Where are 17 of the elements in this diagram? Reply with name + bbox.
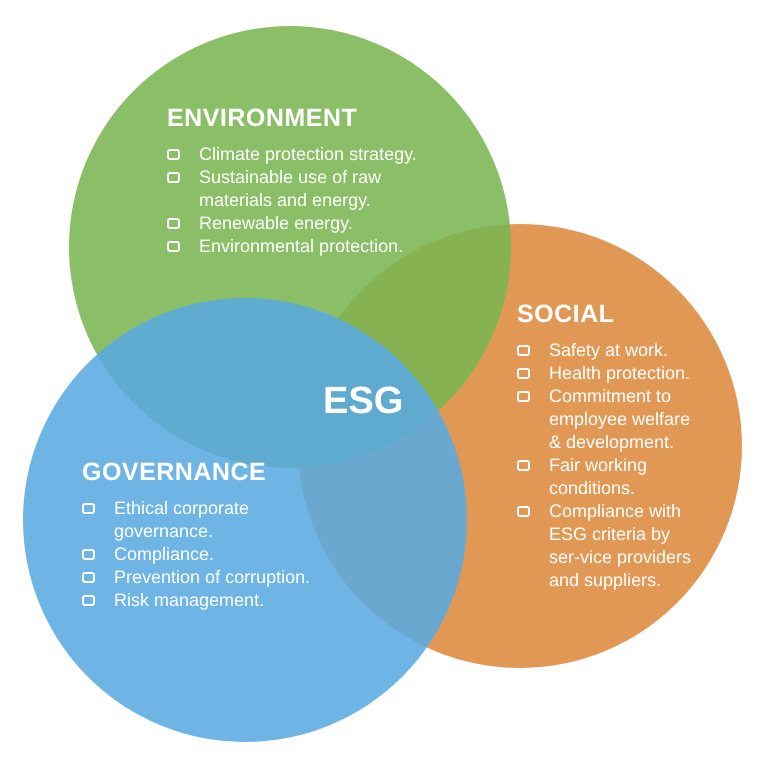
bullet-text: Fair working conditions.: [549, 454, 648, 500]
circle-heading: GOVERNANCE: [82, 458, 266, 487]
bullet-text: Climate protection strategy.: [199, 143, 417, 166]
bullet-text: Health protection.: [549, 362, 690, 385]
circle-heading: SOCIAL: [517, 300, 614, 329]
bullet-text: Renewable energy.: [199, 212, 353, 235]
bullet-text: Compliance with ESG criteria by ser-vice providers and suppliers.: [549, 500, 692, 592]
bullet-text: Sustainable use of raw materials and energy.: [199, 166, 382, 212]
circle-heading: ENVIRONMENT: [167, 104, 358, 133]
bullet-text: Ethical corporate governance.: [114, 497, 250, 543]
bullet-text: Compliance.: [114, 543, 214, 566]
center-label: ESG: [323, 380, 404, 423]
bullet-text: Commitment to employee welfare & development.: [549, 385, 692, 454]
bullet-text: Safety at work.: [549, 339, 668, 362]
bullet-text: Prevention of corruption.: [114, 566, 310, 589]
bullet-text: Risk management.: [114, 589, 264, 612]
bullet-text: Environmental protection.: [199, 235, 404, 258]
